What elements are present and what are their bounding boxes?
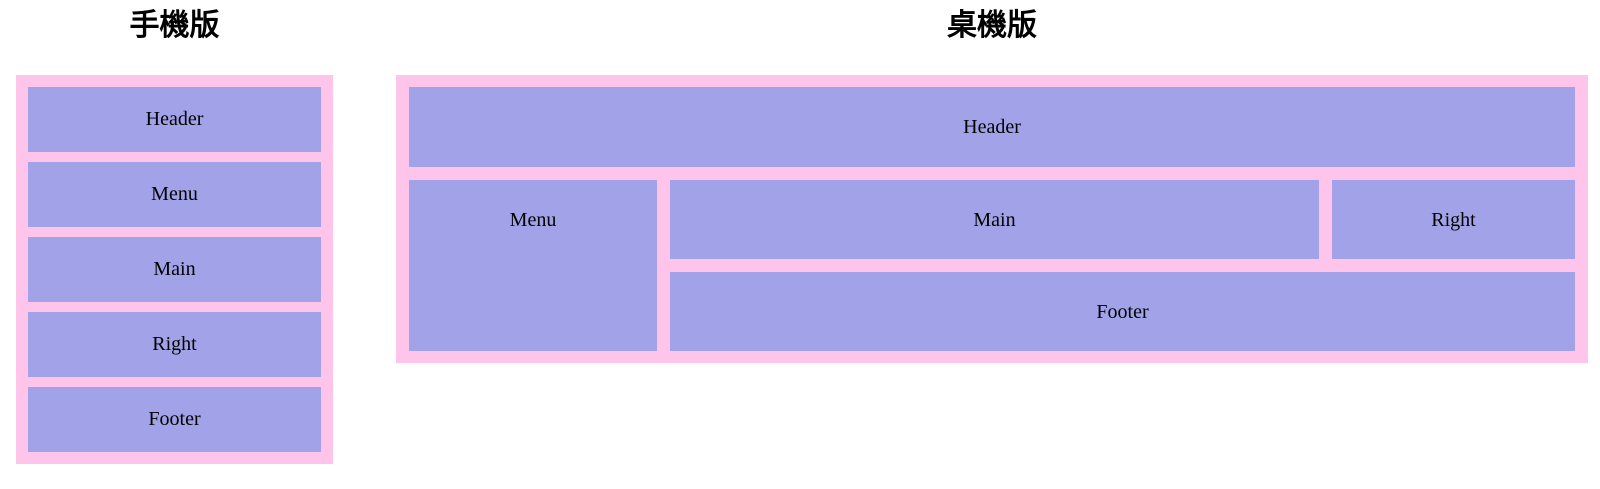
mobile-box-header-label: Header xyxy=(145,108,204,130)
mobile-box-right: Right xyxy=(28,312,321,377)
desktop-section: 桌機版 Header Menu Main Right Footer xyxy=(396,0,1600,363)
desktop-layout-container: Header Menu Main Right Footer xyxy=(396,75,1588,363)
desktop-box-menu: Menu xyxy=(409,180,657,351)
desktop-box-right: Right xyxy=(1332,180,1575,259)
mobile-box-footer: Footer xyxy=(28,387,321,452)
page: 手機版 Header Menu Main Right Footer 桌機版 He… xyxy=(16,0,1600,464)
desktop-box-right-label: Right xyxy=(1431,209,1476,231)
mobile-box-menu-label: Menu xyxy=(151,183,198,205)
mobile-box-main: Main xyxy=(28,237,321,302)
mobile-layout-container: Header Menu Main Right Footer xyxy=(16,75,333,464)
desktop-box-footer: Footer xyxy=(670,272,1575,351)
desktop-box-main-label: Main xyxy=(973,209,1016,231)
desktop-box-main: Main xyxy=(670,180,1319,259)
mobile-box-menu: Menu xyxy=(28,162,321,227)
desktop-box-menu-label: Menu xyxy=(509,209,557,231)
desktop-box-footer-label: Footer xyxy=(1096,301,1149,323)
mobile-box-main-label: Main xyxy=(153,258,196,280)
mobile-title: 手機版 xyxy=(129,9,220,42)
desktop-box-header: Header xyxy=(409,87,1575,167)
desktop-title: 桌機版 xyxy=(947,9,1037,42)
mobile-section: 手機版 Header Menu Main Right Footer xyxy=(16,0,333,464)
mobile-box-footer-label: Footer xyxy=(148,408,201,430)
desktop-box-header-label: Header xyxy=(963,116,1021,138)
mobile-box-right-label: Right xyxy=(152,333,197,355)
mobile-box-header: Header xyxy=(28,87,321,152)
